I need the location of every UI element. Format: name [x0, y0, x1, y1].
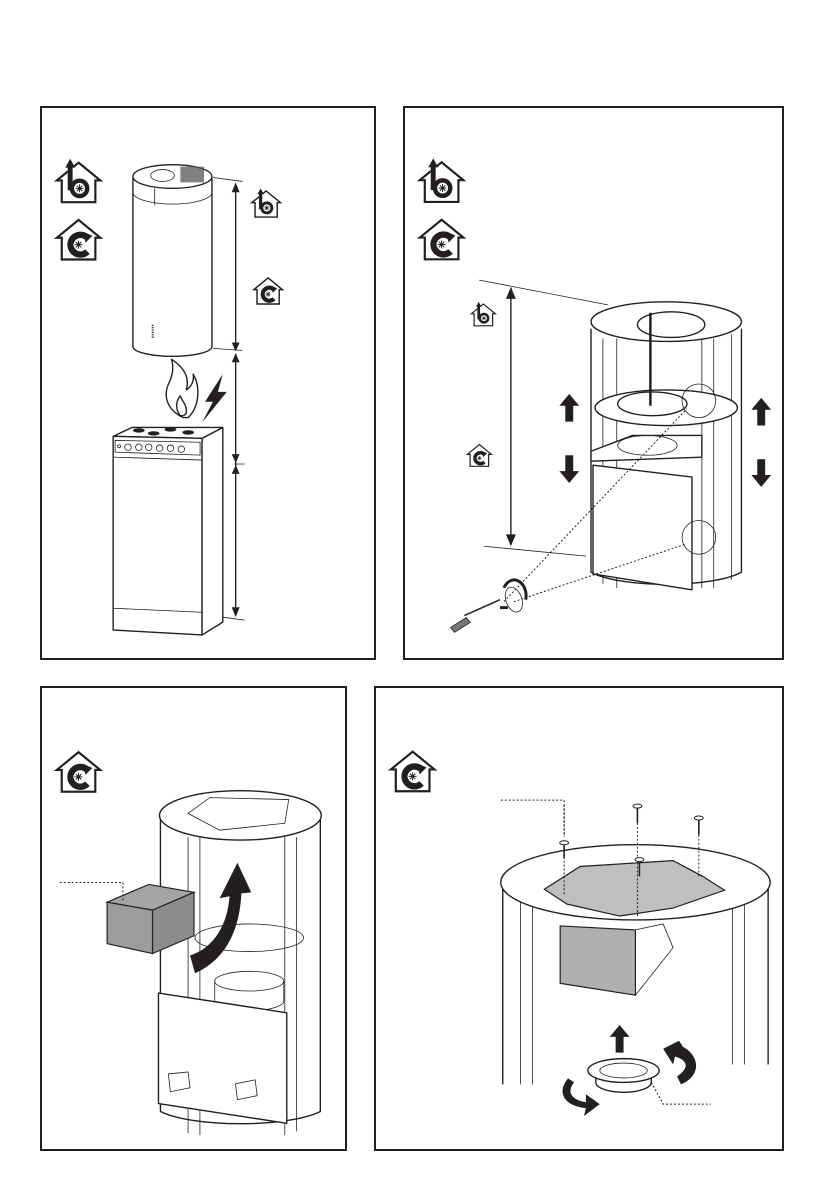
arrow-down-icon — [559, 455, 579, 483]
panel-insert-box — [40, 686, 347, 1151]
telescopic-frame — [591, 302, 741, 590]
ducting-mode-icon-small — [471, 302, 495, 326]
recirculation-mode-icon — [420, 220, 464, 260]
electric-lightning-icon — [202, 374, 227, 422]
arrow-up-icon — [610, 1025, 630, 1053]
callout-leader-screws — [501, 800, 564, 837]
recirculation-mode-icon-small — [254, 278, 283, 304]
frame-cylinder — [158, 791, 321, 1135]
fix-deflector-illustration — [376, 688, 782, 1149]
insert-box-illustration — [42, 688, 345, 1149]
ducting-mode-icon — [420, 158, 464, 202]
spigot-collar — [588, 1059, 659, 1093]
panel-adjust-frame-height — [403, 106, 784, 660]
ducting-mode-icon-small — [252, 188, 281, 217]
hood-cylinder — [133, 165, 212, 357]
recirculation-mode-icon — [391, 752, 435, 792]
recirculation-mode-icon — [57, 220, 100, 260]
recirculation-mode-icon — [57, 752, 100, 791]
ducting-mode-icon — [57, 159, 100, 202]
recirculation-mode-icon-small — [467, 445, 491, 467]
panel-fix-deflector — [374, 686, 784, 1151]
frame-top — [501, 845, 770, 1085]
dimension-frame-height — [479, 280, 608, 556]
arrow-up-icon — [751, 398, 771, 426]
cooker — [113, 427, 223, 635]
hood-height-illustration — [42, 108, 374, 658]
frame-adjust-illustration — [405, 108, 782, 658]
callout-leader-collar — [651, 1082, 710, 1104]
arrow-up-icon — [559, 394, 579, 422]
arrow-down-icon — [751, 459, 771, 487]
panel-hood-height — [40, 106, 376, 660]
gas-flame-icon — [166, 359, 198, 417]
